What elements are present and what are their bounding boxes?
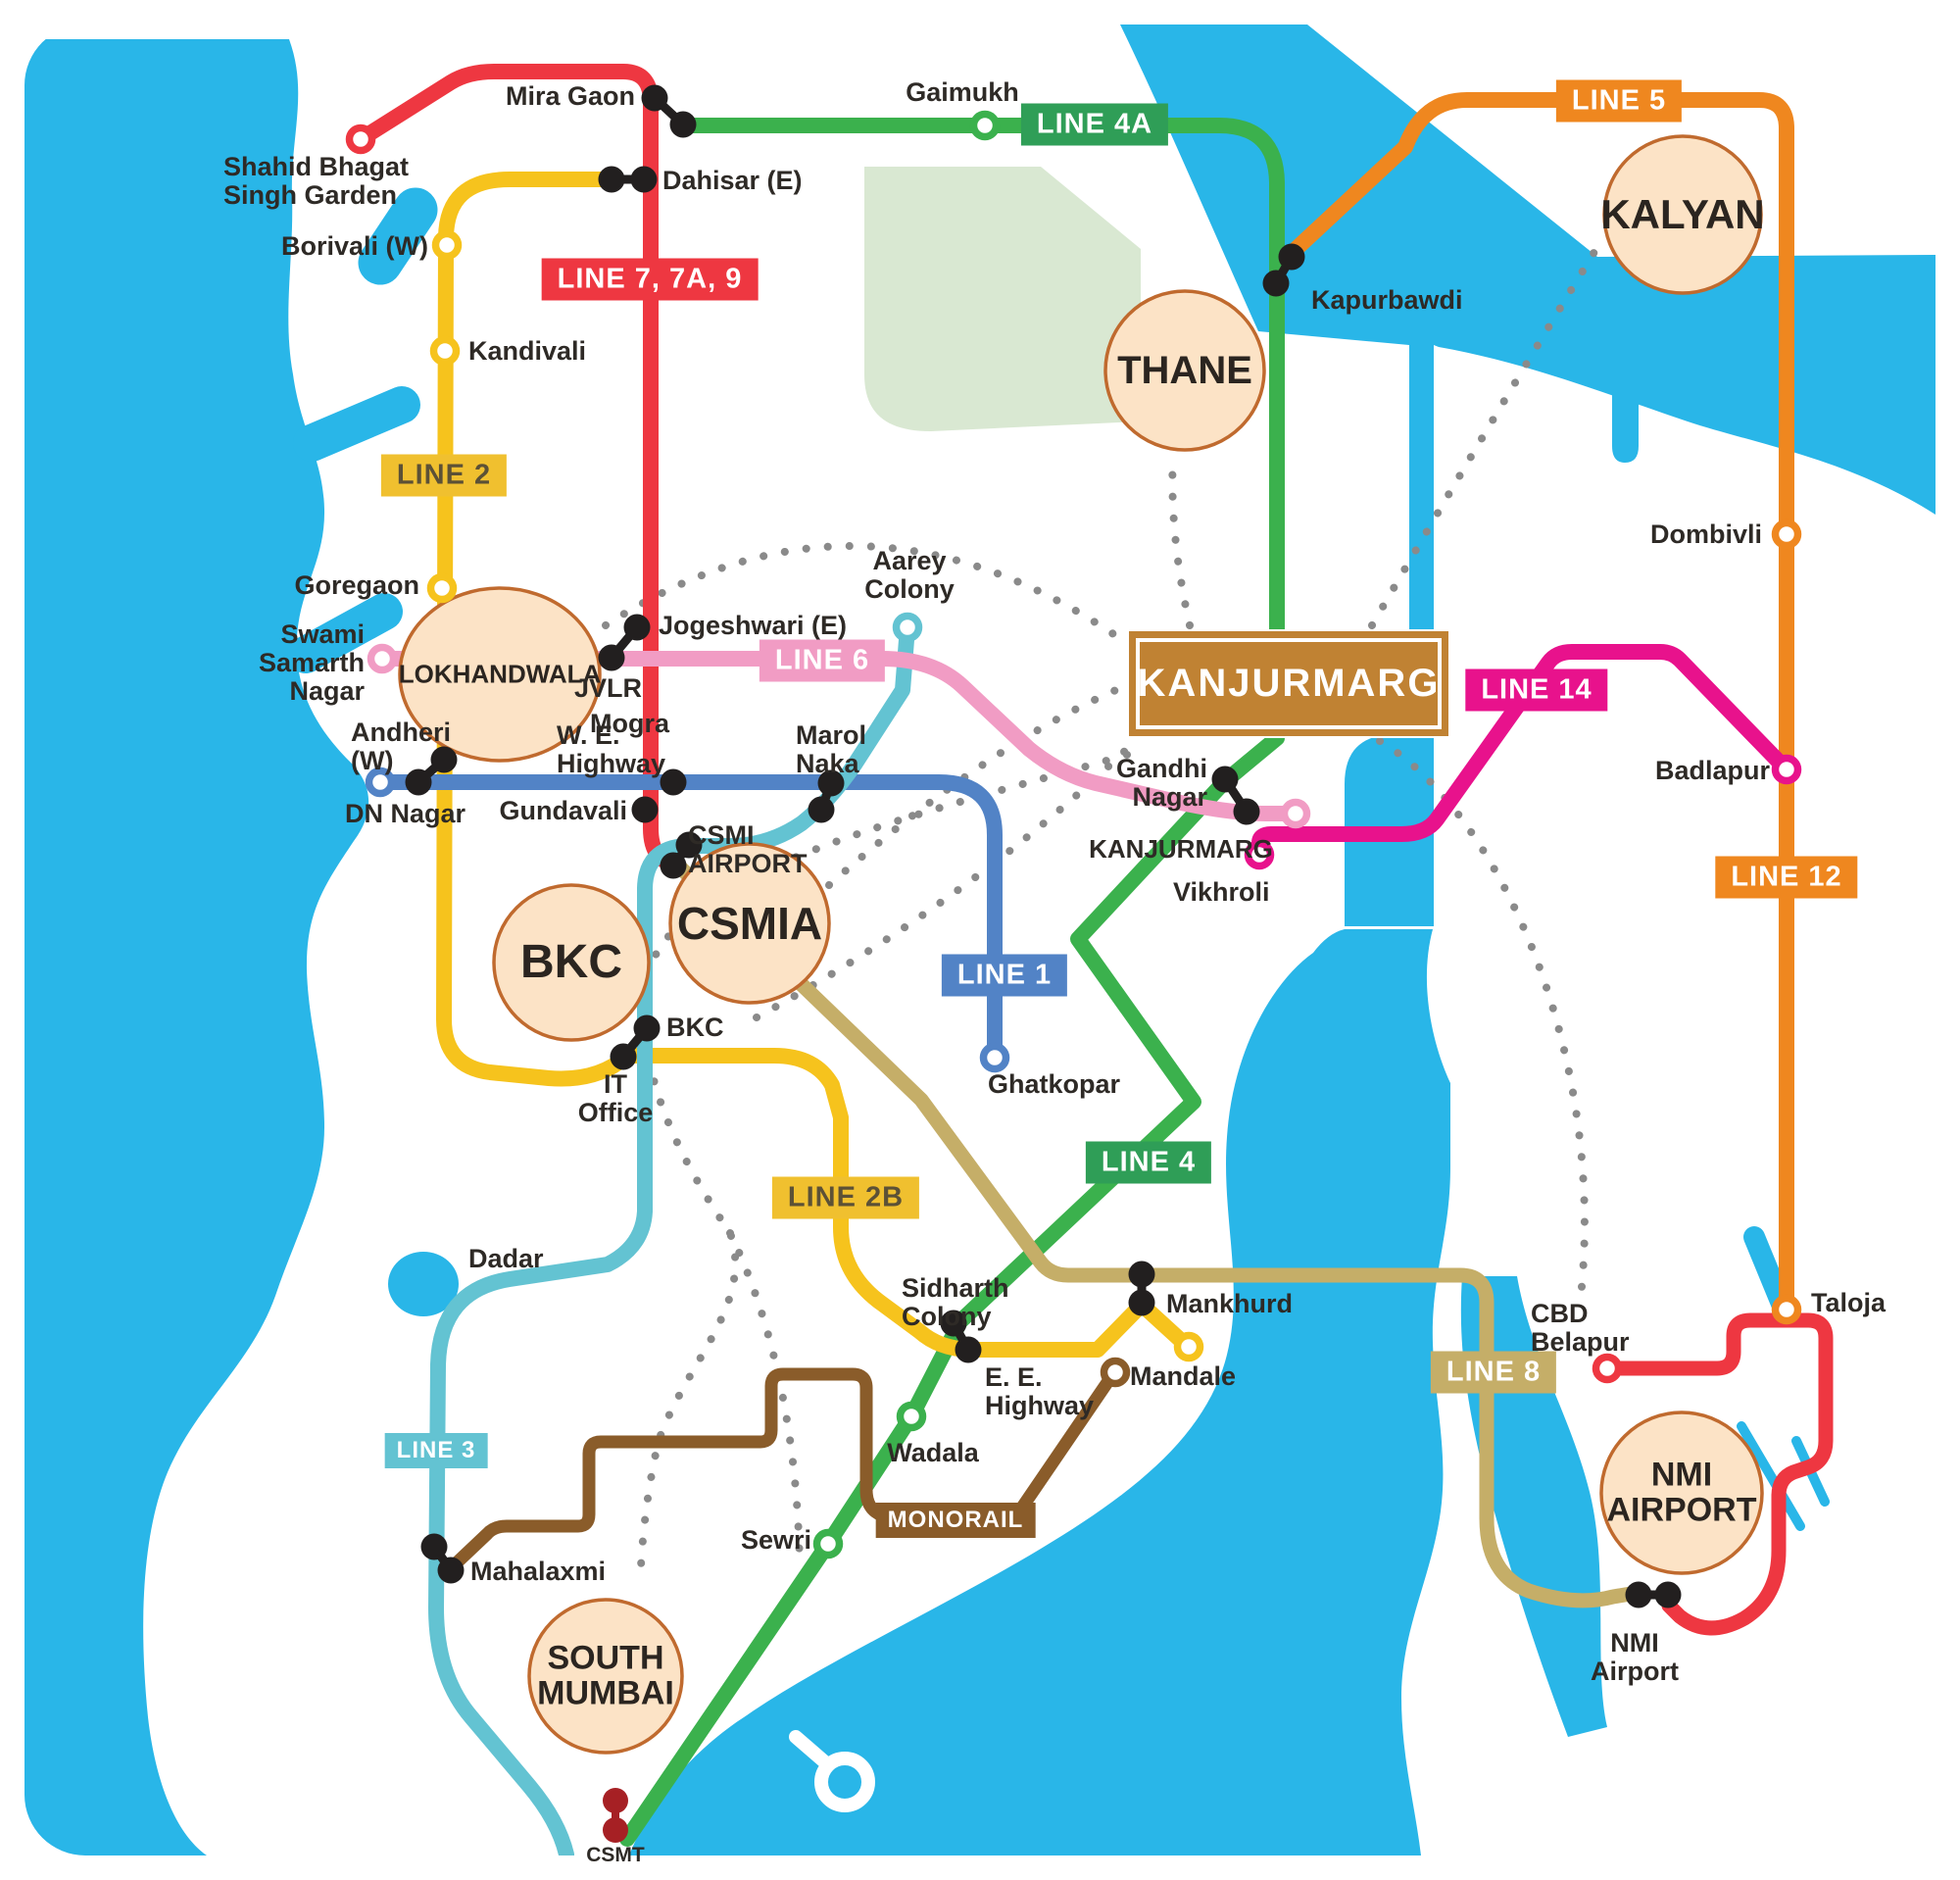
- badge-line-6: LINE 6: [759, 639, 886, 682]
- kalyan-creek: [1612, 333, 1639, 463]
- station-label-jogeshwari-e: Jogeshwari (E): [659, 611, 848, 640]
- station-label-gaimukh: Gaimukh: [906, 77, 1019, 107]
- station-label-wadala: Wadala: [887, 1438, 979, 1467]
- station-label-vikhroli: Vikhroli: [1173, 877, 1270, 907]
- station-label-ghatkopar: Ghatkopar: [988, 1069, 1121, 1099]
- station-label-we-highway: W. E.Highway: [557, 720, 666, 779]
- station-label-dadar: Dadar: [468, 1244, 544, 1273]
- station-label-sewri: Sewri: [740, 1525, 811, 1555]
- hub-inner-frame: [1136, 638, 1442, 729]
- dotted-connection-arcs: [602, 243, 1601, 1570]
- thane-circle: [1103, 289, 1266, 452]
- line-3-path: [428, 619, 915, 1855]
- station-label-kanjurmarg: KANJURMARG: [1089, 834, 1273, 864]
- station-label-mahalaxmi: Mahalaxmi: [470, 1557, 607, 1586]
- south-mumbai-circle: [527, 1598, 684, 1755]
- bkc-circle: [492, 883, 651, 1042]
- station-label-mandale: Mandale: [1130, 1361, 1237, 1391]
- badge-line-12: LINE 12: [1715, 856, 1858, 899]
- water-creeks: [287, 187, 1830, 1531]
- line-14-path: [1251, 644, 1789, 863]
- line-5-12-path: [1282, 92, 1794, 1317]
- harbor-bay: [629, 929, 1450, 1855]
- station-label-mira-gaon: Mira Gaon: [505, 81, 635, 111]
- station-label-dahisar-e: Dahisar (E): [662, 166, 803, 195]
- badge-line-4a: LINE 4A: [1020, 103, 1169, 146]
- station-label-mankhurd: Mankhurd: [1166, 1289, 1294, 1318]
- csmia-circle: [668, 842, 831, 1005]
- station-label-ee-highway: E. E.Highway: [985, 1362, 1095, 1421]
- badge-line-2: LINE 2: [380, 454, 508, 497]
- badge-line-14: LINE 14: [1465, 668, 1608, 712]
- station-label-bkc: BKC: [666, 1013, 724, 1042]
- water-bodies: [24, 25, 1936, 1855]
- station-label-dombivli: Dombivli: [1649, 519, 1762, 549]
- monorail-path: [444, 1367, 1119, 1575]
- area-label-lokhandwala: LOKHANDWALA: [398, 659, 602, 689]
- station-label-gundavali: Gundavali: [499, 796, 627, 825]
- station-label-jvlr: JVLR: [574, 673, 643, 703]
- hub-title: KANJURMARG: [1137, 662, 1441, 705]
- station-label-badlapur: Badlapur: [1654, 756, 1770, 785]
- line-1-path: [372, 774, 1003, 1064]
- dadar-pond: [388, 1252, 459, 1316]
- area-label-csmia: CSMIA: [676, 897, 823, 949]
- csmt-terminus-dots: [603, 1788, 628, 1843]
- lokhandwala-circle: [398, 586, 602, 763]
- station-label-csmt: CSMT: [586, 1844, 645, 1866]
- arabian-sea: [24, 39, 369, 1855]
- station-label-dn-nagar: DN Nagar: [345, 799, 466, 828]
- badge-line-5: LINE 5: [1555, 79, 1683, 123]
- terminus-stations: [345, 110, 1802, 1559]
- station-label-borivali-w: Borivali (W): [280, 231, 428, 261]
- area-label-bkc: BKC: [520, 935, 622, 988]
- line-6-path: [374, 651, 1298, 821]
- badge-line-4: LINE 4: [1085, 1141, 1212, 1184]
- line-8-path: [670, 858, 1644, 1608]
- national-park-area: [864, 167, 1141, 431]
- station-label-goregaon: Goregaon: [294, 570, 419, 600]
- area-label-thane: THANE: [1117, 349, 1252, 392]
- badge-monorail: MONORAIL: [875, 1503, 1036, 1538]
- nmi-airport-circle: [1599, 1410, 1764, 1575]
- badge-line-8: LINE 8: [1430, 1351, 1557, 1394]
- badge-line-3: LINE 3: [384, 1433, 488, 1468]
- station-label-andheri-w: Andheri(W): [351, 717, 452, 776]
- area-circles: [398, 134, 1764, 1755]
- north-river-and-creek: [1120, 25, 1936, 926]
- badge-line-7-7a-9: LINE 7, 7A, 9: [541, 258, 759, 301]
- station-label-taloja: Taloja: [1811, 1288, 1886, 1317]
- harbor-ring-decoration: [789, 1730, 875, 1812]
- area-label-kalyan: KALYAN: [1600, 190, 1765, 237]
- station-label-kapurbawdi: Kapurbawdi: [1311, 285, 1463, 315]
- kalyan-circle: [1602, 134, 1763, 295]
- station-label-kandivali: Kandivali: [468, 336, 587, 366]
- badge-line-2b: LINE 2B: [771, 1176, 920, 1219]
- nmi-red-line-path: [1601, 1312, 1834, 1636]
- interchange-dots: [405, 84, 1682, 1608]
- badge-line-1: LINE 1: [941, 954, 1068, 997]
- station-label-mogra: Mogra: [590, 709, 669, 738]
- kanjurmarg-hub-box: KANJURMARG: [1127, 629, 1450, 738]
